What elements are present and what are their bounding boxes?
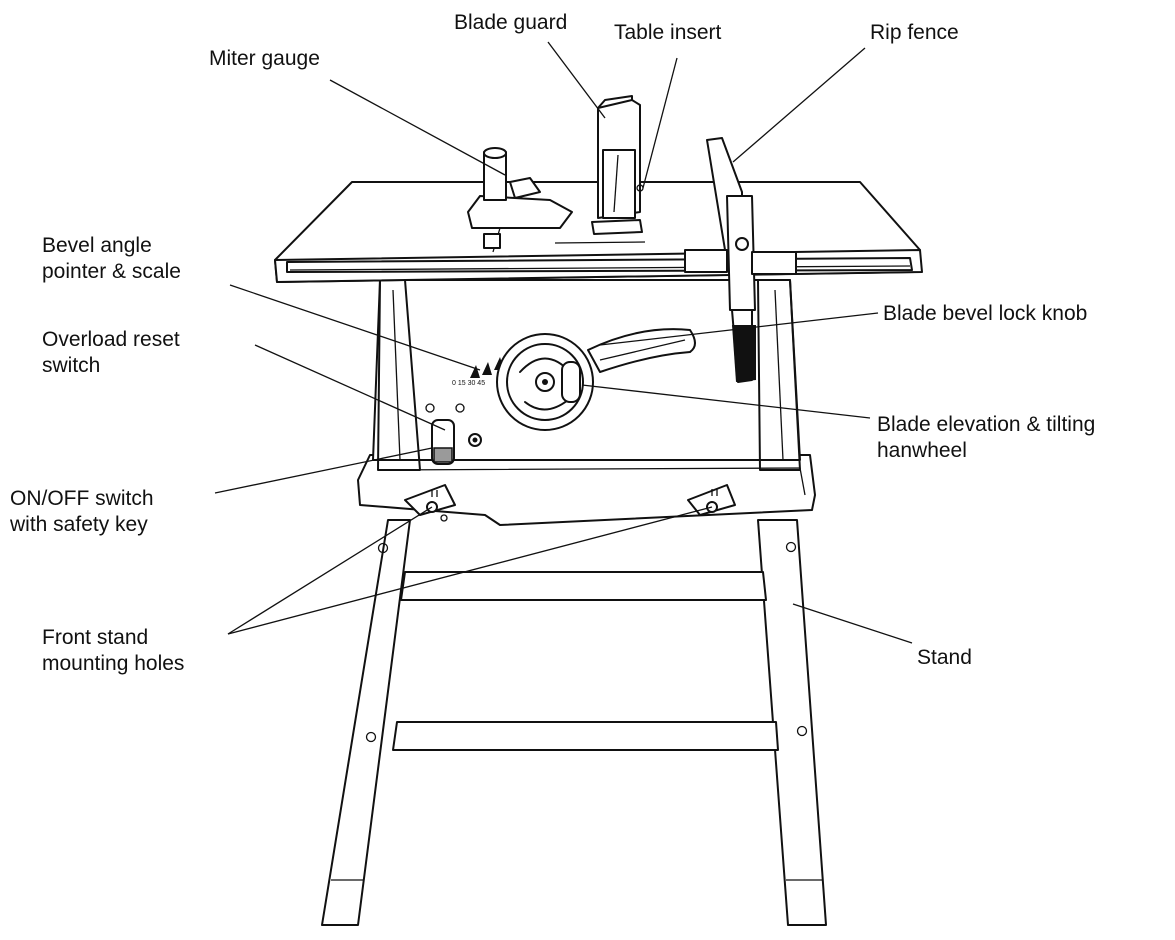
blade-bevel-lock-text: Blade bevel lock knob [883,302,1088,325]
handwheel [496,333,594,431]
base-frame [357,454,816,526]
bevel-angle-line2: pointer & scale [42,260,181,283]
blade-guard [591,95,644,235]
label-overload-reset: Overload reset switch [42,327,180,379]
front-stand-line1: Front stand [42,626,149,649]
label-blade-guard: Blade guard [454,10,567,36]
rip-fence-text: Rip fence [870,21,959,44]
overload-line2: switch [42,354,101,377]
stand [321,519,827,926]
label-handwheel: Blade elevation & tilting hanwheel [877,412,1095,464]
svg-text:0 15 30 45: 0 15 30 45 [452,380,485,387]
miter-gauge [467,147,573,253]
onoff-line1: ON/OFF switch [10,487,154,510]
overload-line1: Overload reset [42,328,180,351]
handwheel-line1: Blade elevation & tilting [877,413,1096,436]
label-table-insert: Table insert [614,20,721,46]
label-stand: Stand [917,645,972,671]
onoff-line2: with safety key [10,513,148,536]
label-onoff-switch: ON/OFF switch with safety key [10,486,154,538]
blade-guard-text: Blade guard [454,11,568,34]
miter-gauge-text: Miter gauge [209,47,320,70]
front-panel: 0 15 30 45 [425,328,696,465]
label-rip-fence: Rip fence [870,20,959,46]
table-insert-text: Table insert [614,21,722,44]
handwheel-line2: hanwheel [877,439,967,462]
label-bevel-angle: Bevel angle pointer & scale [42,233,181,285]
label-front-stand: Front stand mounting holes [42,625,184,677]
label-miter-gauge: Miter gauge [209,46,320,72]
bevel-angle-line1: Bevel angle [42,234,152,257]
rip-fence [684,137,797,383]
stand-text: Stand [917,646,972,669]
leader-lines [214,41,913,644]
label-blade-bevel-lock: Blade bevel lock knob [883,301,1087,327]
front-stand-line2: mounting holes [42,652,185,675]
